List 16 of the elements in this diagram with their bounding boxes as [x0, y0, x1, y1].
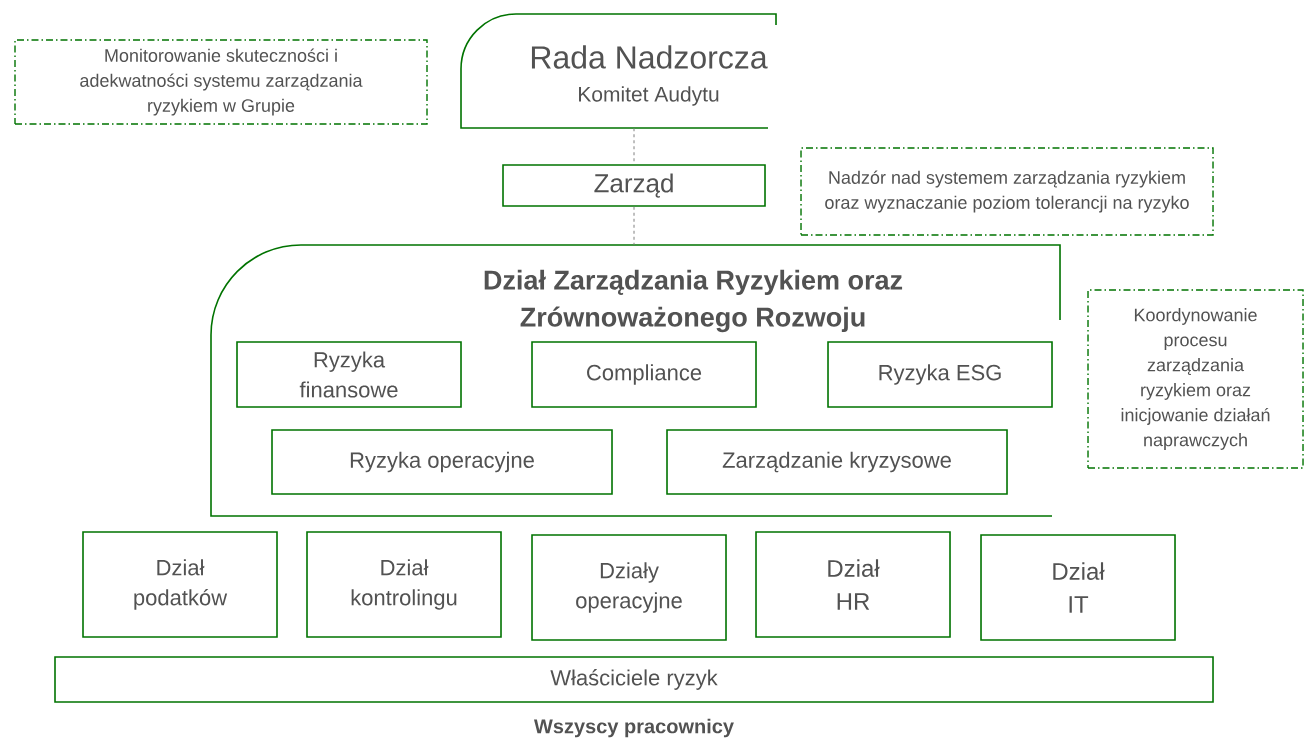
process-box: Dział HR	[755, 531, 951, 638]
process-box: Działy operacyjne	[531, 534, 727, 641]
note-box: Nadzór nad systemem zarządzania ryzykiem oraz wyznaczanie poziom tolerancji na ryzyko	[800, 147, 1214, 236]
note-box: Monitorowanie skuteczności i adekwatności systemu zarządzania ryzykiem w Grupie	[14, 39, 428, 125]
process-box: Dział podatków	[82, 531, 278, 638]
process-box: Zarząd	[502, 164, 766, 207]
process-box: Zarządzanie kryzysowe	[666, 429, 1008, 495]
process-box: Dział kontrolingu	[306, 531, 502, 638]
process-box: Compliance	[531, 341, 757, 408]
connector-line	[633, 206, 635, 246]
process-box: Ryzyka ESG	[827, 341, 1053, 408]
note-box: Koordynowanie procesu zarządzania ryzykiem oraz inicjowanie działań naprawczych	[1087, 289, 1304, 469]
process-box: Ryzyka operacyjne	[271, 429, 613, 495]
process-box: Właściciele ryzyk	[54, 656, 1214, 703]
process-box: Dział IT	[980, 534, 1176, 641]
process-box: Ryzyka finansowe	[236, 341, 462, 408]
